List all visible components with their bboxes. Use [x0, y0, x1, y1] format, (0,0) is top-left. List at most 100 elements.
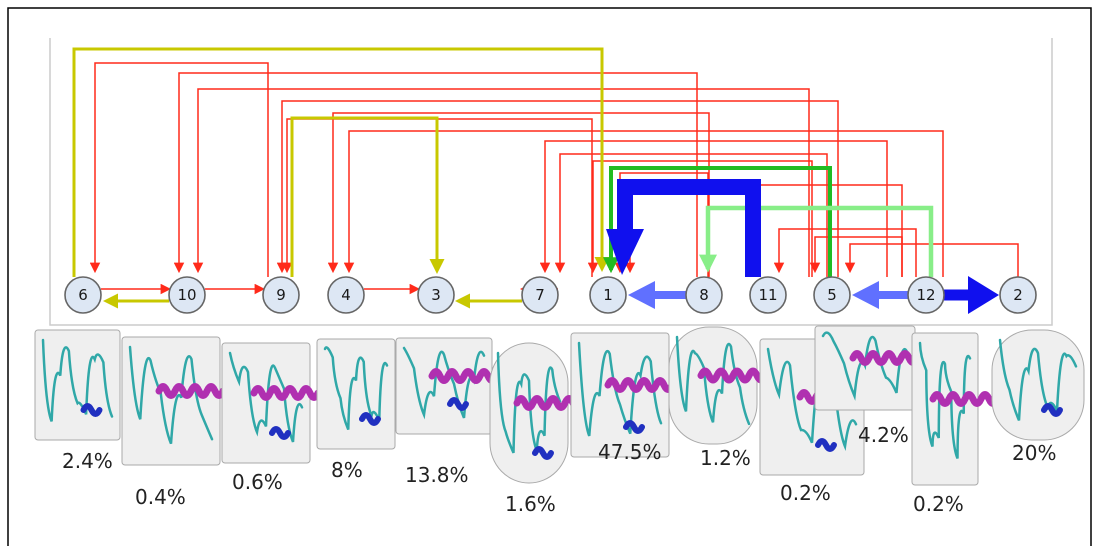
- yellow-transition-arrow: [290, 116, 445, 277]
- structure-box-4: [316, 338, 396, 450]
- state-node-label: 7: [535, 286, 545, 304]
- state-node-label: 1: [603, 286, 613, 304]
- structure-box-11: [911, 332, 979, 486]
- population-label-2: 0.4%: [135, 485, 186, 509]
- structure-box-2: [121, 336, 221, 466]
- state-node-label: 12: [916, 286, 935, 304]
- red-transition-arrow: [192, 88, 810, 277]
- state-node-1: 1: [589, 276, 627, 314]
- coil-ribbon: [577, 341, 663, 437]
- yellow-transition-arrow: [72, 47, 610, 277]
- alpha-helix: [155, 383, 227, 399]
- figure-frame: [7, 7, 1092, 546]
- alpha-helix: [697, 367, 769, 384]
- coil-ribbon: [766, 347, 858, 451]
- population-label-9: 0.2%: [780, 481, 831, 505]
- helix-310: [80, 403, 103, 417]
- red-transition-arrow: [173, 72, 698, 277]
- state-node-label: 10: [177, 286, 196, 304]
- state-node-6: 6: [64, 276, 102, 314]
- transition-edges: [72, 47, 1019, 314]
- alpha-helix: [604, 377, 676, 393]
- light-green-transition-arrow: [699, 205, 934, 277]
- structure-thumbnails: [34, 325, 1085, 486]
- red-transition-arrow: [276, 100, 839, 277]
- state-node-11: 11: [749, 276, 787, 314]
- state-node-circle: [999, 276, 1037, 314]
- state-node-label: 4: [341, 286, 351, 304]
- state-node-label: 9: [276, 286, 286, 304]
- blue-transition-arrowhead: [606, 229, 644, 275]
- helix-310: [447, 397, 469, 411]
- state-node-circle: [327, 276, 365, 314]
- state-node-label: 6: [78, 286, 88, 304]
- light-blue-transition-arrowhead: [628, 281, 655, 309]
- state-node-2: 2: [999, 276, 1037, 314]
- alpha-helix: [929, 391, 1001, 407]
- state-node-4: 4: [327, 276, 365, 314]
- red-transition-arrow: [809, 236, 903, 277]
- red-transition-arrow: [281, 118, 593, 277]
- red-transition-arrow: [554, 153, 828, 277]
- red-transition-arrow: [587, 160, 813, 277]
- state-node-5: 5: [813, 276, 851, 314]
- population-label-5: 13.8%: [405, 463, 469, 487]
- red-transition-arrow: [624, 184, 903, 277]
- state-nodes: 6 10 9 4 3 7 1 8 11 5 12 2: [64, 276, 1037, 314]
- red-transition-arrow: [773, 228, 917, 277]
- state-node-label: 3: [431, 286, 441, 304]
- red-transition-arrow: [844, 243, 1019, 277]
- helix-310: [532, 446, 554, 460]
- coil-ribbon: [918, 341, 972, 459]
- structure-box-8: [668, 326, 758, 445]
- alpha-helix: [428, 368, 500, 384]
- population-label-10: 4.2%: [858, 423, 909, 447]
- state-node-3: 3: [417, 276, 455, 314]
- coil-ribbon: [998, 338, 1078, 421]
- state-node-label: 11: [758, 286, 777, 304]
- helix-310: [815, 438, 837, 452]
- state-node-10: 10: [168, 276, 206, 314]
- population-label-1: 2.4%: [62, 449, 113, 473]
- state-node-circle: [262, 276, 300, 314]
- graph-panel: [49, 38, 1053, 326]
- state-node-circle: [749, 276, 787, 314]
- state-node-12: 12: [907, 276, 945, 314]
- light-blue-transition-arrowhead: [852, 281, 879, 309]
- state-node-circle: [168, 276, 206, 314]
- red-transition-arrow: [89, 62, 269, 277]
- population-label-3: 0.6%: [232, 470, 283, 494]
- state-node-circle: [813, 276, 851, 314]
- structure-box-1: [34, 329, 121, 441]
- blue-transition-arrowhead: [968, 276, 999, 314]
- red-transition-arrow: [343, 130, 944, 277]
- blue-transition-arrow: [617, 179, 761, 277]
- helix-310: [359, 412, 381, 426]
- population-label-4: 8%: [331, 458, 363, 482]
- state-node-circle: [589, 276, 627, 314]
- state-node-9: 9: [262, 276, 300, 314]
- state-node-8: 8: [685, 276, 723, 314]
- state-node-label: 8: [699, 286, 709, 304]
- helix-310: [623, 420, 645, 434]
- green-transition-arrow: [603, 166, 832, 277]
- population-label-8: 1.2%: [700, 446, 751, 470]
- coil-ribbon: [41, 338, 114, 422]
- state-node-circle: [521, 276, 559, 314]
- coil-ribbon: [128, 345, 214, 445]
- alpha-helix: [250, 385, 322, 401]
- structure-box-12: [991, 329, 1085, 441]
- helix-310: [269, 426, 291, 440]
- coil-ribbon: [496, 351, 562, 454]
- state-node-7: 7: [521, 276, 559, 314]
- state-node-circle: [907, 276, 945, 314]
- population-label-12: 20%: [1012, 441, 1057, 465]
- state-node-label: 5: [827, 286, 837, 304]
- helix-310: [1041, 403, 1063, 417]
- state-node-circle: [685, 276, 723, 314]
- population-label-7: 47.5%: [598, 440, 662, 464]
- population-label-6: 1.6%: [505, 492, 556, 516]
- alpha-helix: [849, 350, 921, 366]
- state-node-circle: [64, 276, 102, 314]
